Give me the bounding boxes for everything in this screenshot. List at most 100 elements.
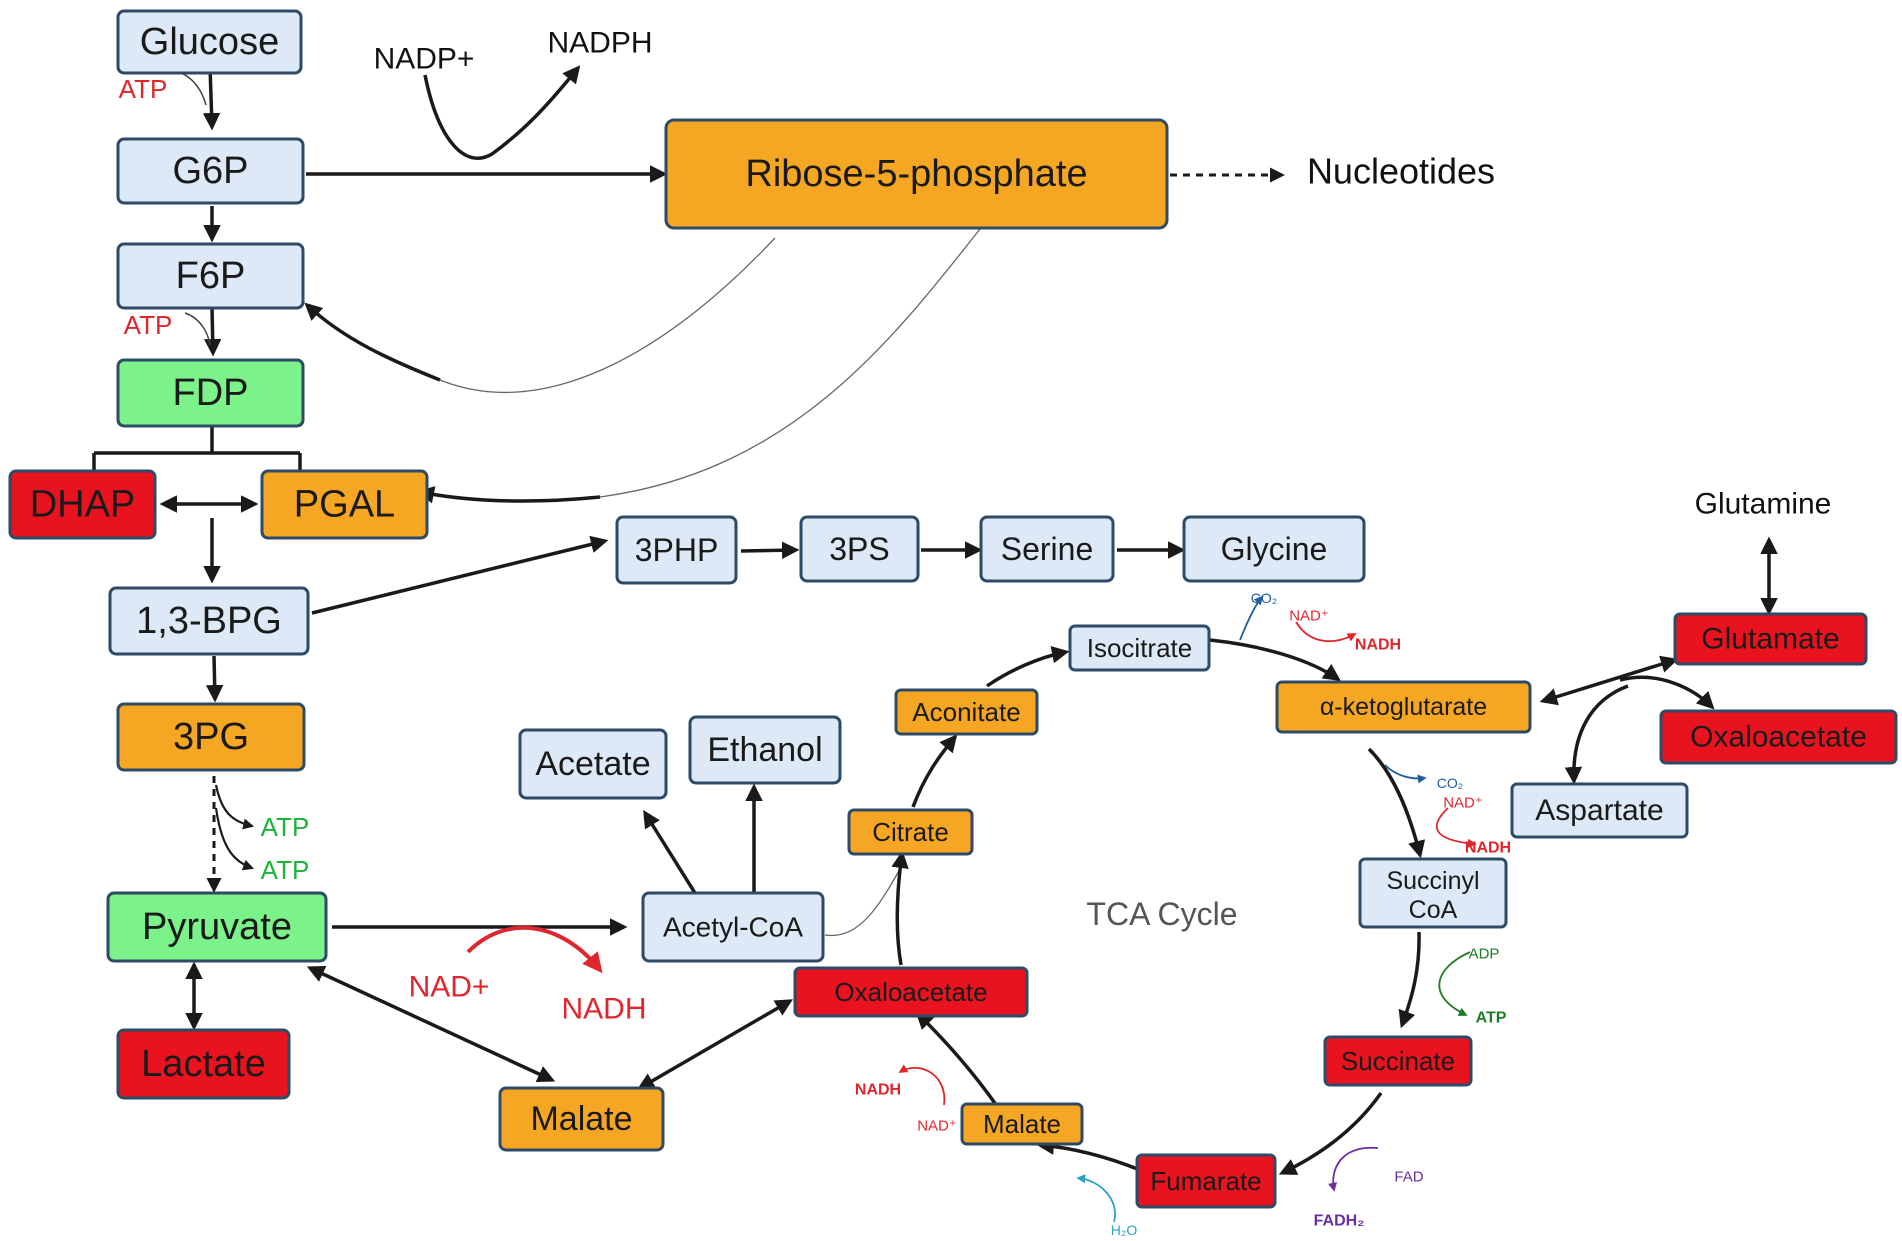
node-3php-label: 3PHP bbox=[635, 532, 719, 568]
cofactor-atp-succinyl: ATP bbox=[1476, 1010, 1507, 1027]
cofactor-fadh2: FADH₂ bbox=[1314, 1213, 1365, 1230]
node-fdp: FDP bbox=[116, 358, 305, 428]
node-pgal-label: PGAL bbox=[294, 484, 395, 526]
node-oxaloacetate-right-label: Oxaloacetate bbox=[1690, 721, 1867, 754]
node-aspartate: Aspartate bbox=[1510, 782, 1689, 839]
arrow-aconitate-isocitrate bbox=[986, 646, 1070, 688]
node-succinyl-coa-label-line2: CoA bbox=[1409, 896, 1458, 924]
arrow-ribose-f6p bbox=[304, 302, 441, 382]
node-isocitrate-label: Isocitrate bbox=[1087, 633, 1193, 663]
arrow-glucose-g6p bbox=[202, 65, 221, 131]
arrow-succinate-fumarate bbox=[1278, 1091, 1383, 1175]
arrow-3php-3ps bbox=[740, 541, 800, 560]
cofactor-nadh-malate: NADH bbox=[855, 1082, 901, 1099]
node-ethanol: Ethanol bbox=[688, 715, 842, 785]
node-malate-left-label: Malate bbox=[530, 1100, 632, 1138]
cofactor-curve-atp-glucose bbox=[174, 70, 207, 106]
node-oxaloacetate-cycle-label: Oxaloacetate bbox=[834, 977, 987, 1007]
node-malate-cycle: Malate bbox=[960, 1102, 1084, 1146]
cofactor-curve-atp-succinyl bbox=[1438, 951, 1471, 1016]
node-alpha-ketoglutarate: α-ketoglutarate bbox=[1275, 680, 1532, 734]
label-nadph: NADPH bbox=[547, 27, 652, 60]
node-succinyl-coa: Succinyl CoA bbox=[1358, 857, 1508, 929]
cofactor-co2-isocitrate: CO₂ bbox=[1251, 590, 1277, 606]
label-nad-plus-pyruvate: NAD+ bbox=[409, 971, 490, 1004]
node-g6p-label: G6P bbox=[172, 150, 248, 192]
node-f6p: F6P bbox=[116, 242, 305, 310]
cofactor-atp-f6p: ATP bbox=[124, 310, 173, 340]
cofactor-curve-fadh2 bbox=[1328, 1147, 1379, 1192]
label-tca-cycle: TCA Cycle bbox=[1086, 896, 1237, 932]
cofactor-curve-nad-nadh-pyruvate bbox=[466, 925, 603, 974]
arrow-malate-oxaloacetate-cycle bbox=[915, 1011, 999, 1108]
node-1-3-bpg: 1,3-BPG bbox=[108, 586, 310, 656]
cofactor-nad-isocitrate: NAD⁺ bbox=[1289, 608, 1329, 625]
cofactor-fad: FAD bbox=[1394, 1169, 1423, 1186]
node-oxaloacetate-right: Oxaloacetate bbox=[1659, 709, 1898, 765]
node-ribose-5-phosphate: Ribose-5-phosphate bbox=[664, 118, 1169, 230]
node-3pg-label: 3PG bbox=[173, 716, 249, 758]
node-isocitrate: Isocitrate bbox=[1068, 624, 1211, 672]
node-g6p: G6P bbox=[116, 137, 305, 205]
cofactor-curve-h2o bbox=[1076, 1174, 1116, 1223]
node-3ps: 3PS bbox=[799, 515, 920, 583]
arrow-citrate-aconitate bbox=[911, 734, 958, 808]
node-fdp-label: FDP bbox=[173, 372, 249, 414]
arrow-bpg-3php bbox=[311, 535, 609, 615]
node-acetyl-coa: Acetyl-CoA bbox=[641, 891, 825, 963]
line-ribose-to-f6p-a bbox=[439, 237, 776, 393]
node-oxaloacetate-cycle: Oxaloacetate bbox=[793, 966, 1029, 1018]
node-1-3-bpg-label: 1,3-BPG bbox=[136, 600, 282, 642]
node-f6p-label: F6P bbox=[176, 255, 246, 297]
node-ethanol-label: Ethanol bbox=[707, 731, 822, 769]
cofactor-curve-co2-isocitrate bbox=[1239, 595, 1264, 641]
arrows-layer bbox=[92, 65, 1778, 1223]
node-lactate-label: Lactate bbox=[141, 1043, 266, 1085]
node-alpha-ketoglutarate-label: α-ketoglutarate bbox=[1320, 693, 1487, 721]
arrow-akg-succinylcoa bbox=[1367, 747, 1426, 859]
node-aspartate-label: Aspartate bbox=[1535, 794, 1663, 827]
label-nadp-plus: NADP+ bbox=[374, 43, 475, 76]
arrow-isocitrate-akg bbox=[1209, 638, 1341, 681]
node-malate-left: Malate bbox=[498, 1086, 665, 1152]
cofactor-curve-atp-gen2 bbox=[214, 807, 255, 871]
arrow-succinylcoa-succinate bbox=[1398, 931, 1421, 1029]
node-ribose-5-phosphate-label: Ribose-5-phosphate bbox=[745, 153, 1087, 195]
node-glycine-label: Glycine bbox=[1221, 531, 1328, 567]
node-3ps-label: 3PS bbox=[829, 531, 889, 567]
cofactor-nad-malate: NAD⁺ bbox=[917, 1118, 957, 1135]
label-nadh-pyruvate: NADH bbox=[561, 993, 646, 1026]
cofactor-nadh-akg: NADH bbox=[1465, 840, 1511, 857]
label-nucleotides: Nucleotides bbox=[1307, 151, 1495, 192]
node-lactate: Lactate bbox=[116, 1028, 291, 1100]
cofactor-nadh-isocitrate: NADH bbox=[1355, 637, 1401, 654]
arrow-akg-glutamate bbox=[1539, 655, 1679, 706]
node-malate-cycle-label: Malate bbox=[983, 1109, 1061, 1139]
arrow-fumarate-malate bbox=[1036, 1137, 1141, 1172]
node-dhap: DHAP bbox=[8, 469, 157, 540]
cofactor-co2-akg: CO₂ bbox=[1437, 775, 1463, 791]
arrow-malate-oxaloacetate bbox=[636, 999, 794, 1090]
node-dhap-label: DHAP bbox=[30, 484, 136, 526]
cofactor-atp-glucose: ATP bbox=[119, 74, 168, 104]
arrow-glutamate-oxaloacetate bbox=[1619, 675, 1715, 710]
arrow-acetylcoa-acetate bbox=[643, 810, 697, 894]
label-glutamine: Glutamine bbox=[1695, 488, 1832, 521]
arrow-pyruvate-malate bbox=[306, 965, 556, 1083]
node-3pg: 3PG bbox=[116, 702, 306, 772]
cofactor-curve-nadh-akg bbox=[1435, 807, 1477, 848]
cofactor-curve-atp-f6p bbox=[184, 312, 211, 346]
node-citrate-label: Citrate bbox=[872, 817, 949, 847]
node-succinate-label: Succinate bbox=[1341, 1046, 1455, 1076]
node-citrate: Citrate bbox=[847, 808, 974, 856]
arrow-fdp-split bbox=[92, 427, 302, 472]
node-fumarate: Fumarate bbox=[1135, 1153, 1277, 1209]
arrow-f6p-fdp bbox=[203, 307, 222, 357]
node-pyruvate-label: Pyruvate bbox=[142, 906, 292, 948]
node-acetyl-coa-label: Acetyl-CoA bbox=[663, 912, 803, 943]
node-glycine: Glycine bbox=[1182, 515, 1366, 583]
node-acetate-label: Acetate bbox=[535, 745, 650, 783]
node-glucose: Glucose bbox=[116, 9, 303, 75]
arrow-bpg-3pg bbox=[205, 655, 224, 703]
